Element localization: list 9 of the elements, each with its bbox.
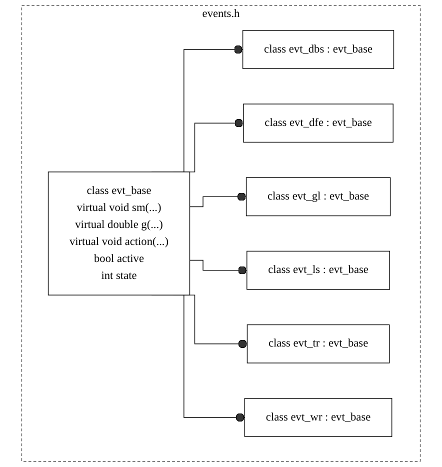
node-box: class evt_dfe : evt_base [243,104,394,143]
node-box: class evt_dbs : evt_base [242,30,394,69]
node-box: class evt_gl : evt_base [246,177,391,216]
node-box: class evt_base virtual void sm(...) virtual double g(...) virtual void action(...) bool active int state [48,172,190,296]
connector [189,260,248,275]
node-box: class evt_wr : evt_base [244,398,392,437]
connector [189,192,247,208]
node-box: class evt_ls : evt_base [246,250,390,290]
node-box: class evt_tr : evt_base [246,324,390,364]
